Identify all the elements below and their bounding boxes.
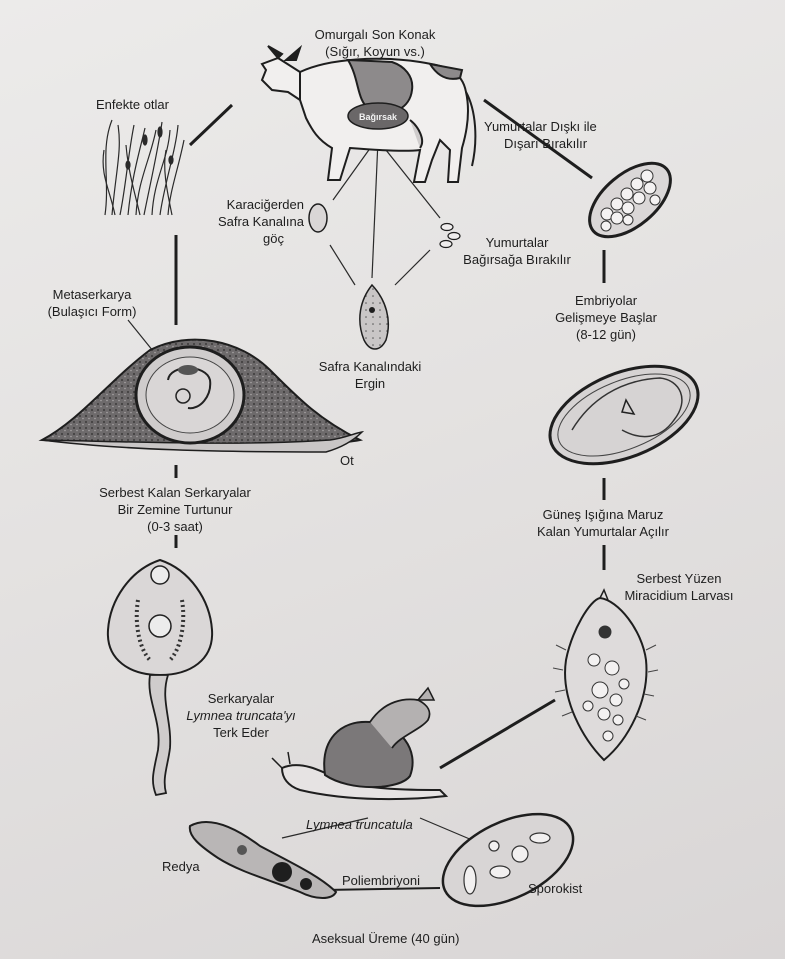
cercaria-leave-line-2: Lymnea truncata'yı xyxy=(186,708,296,723)
redia-label: Redya xyxy=(162,859,200,874)
adult-fluke-icon xyxy=(359,283,390,350)
cercaria-leave-line-1: Serkaryalar xyxy=(207,691,275,706)
free-cercaria-line-2: Bir Zemine Turtunur xyxy=(117,502,233,517)
snail-illustration xyxy=(271,686,449,801)
eggs-feces-line-1: Yumurtalar Dışkı ile xyxy=(484,119,597,134)
final-host-label: Omurgalı Son Konak (Sığır, Koyun vs.) xyxy=(300,26,450,60)
eggs-feces-label: Yumurtalar Dışkı ile Dışarı Bırakılır xyxy=(484,118,597,152)
embryo-line-2: Gelişmeye Başlar xyxy=(555,310,657,325)
polyembryony-label: Poliembriyoni xyxy=(342,873,421,888)
adult-fluke-line-2: Ergin xyxy=(354,376,386,391)
embryo-line-1: Embriyolar xyxy=(574,293,638,308)
fluke-egg-illustration xyxy=(588,161,672,239)
eggs-intestine-line-2: Bağırsağa Bırakılır xyxy=(463,252,571,267)
sunlight-line-2: Kalan Yumurtalar Açılır xyxy=(537,524,669,539)
metacercaria-illustration xyxy=(38,338,365,453)
cercaria-leave-label: Serkaryalar Lymnea truncata'yı Terk Eder xyxy=(176,690,306,741)
cercaria-leave-line-3: Terk Eder xyxy=(213,725,269,740)
eggs-small-icon xyxy=(439,222,461,249)
redia-illustration xyxy=(188,821,338,899)
liver-migration-line-1: Karaciğerden xyxy=(226,197,304,212)
embryo-label: Embriyolar Gelişmeye Başlar (8-12 gün) xyxy=(536,292,676,343)
snail-label: Lymnea truncatula xyxy=(306,817,413,832)
adult-fluke-label: Safra Kanalındaki Ergin xyxy=(310,358,430,392)
sporocyst-label: Sporokist xyxy=(528,881,583,896)
final-host-title: Omurgalı Son Konak xyxy=(314,27,436,42)
metacercaria-line-1: Metaserkarya xyxy=(52,287,132,302)
metacercaria-label: Metaserkarya (Bulaşıcı Form) xyxy=(30,286,154,320)
intestine-label: Bağırsak xyxy=(359,112,398,122)
sporocyst-illustration xyxy=(441,812,575,908)
liver-migration-label: Karaciğerden Safra Kanalına göç xyxy=(200,196,304,247)
migrating-fluke-icon xyxy=(308,203,328,233)
miracidium-label: Serbest Yüzen Miracidium Larvası xyxy=(614,570,744,604)
liver-migration-line-2: Safra Kanalına xyxy=(217,214,304,229)
liver-migration-line-3: göç xyxy=(263,231,284,246)
infected-grass-label: Enfekte otlar xyxy=(96,97,169,112)
free-cercaria-line-1: Serbest Kalan Serkaryalar xyxy=(99,485,251,500)
sunlight-line-1: Güneş Işığına Maruz xyxy=(542,507,664,522)
cow-illustration xyxy=(260,44,477,183)
cercaria-illustration xyxy=(106,558,214,797)
free-cercaria-line-3: (0-3 saat) xyxy=(147,519,203,534)
intestine-shape xyxy=(347,102,409,130)
asexual-reproduction-label: Aseksual Üreme (40 gün) xyxy=(312,931,460,946)
eggs-intestine-label: Yumurtalar Bağırsağa Bırakılır xyxy=(452,234,582,268)
grass-label: Ot xyxy=(340,453,354,468)
miracidium-line-1: Serbest Yüzen xyxy=(636,571,722,586)
metacercaria-line-2: (Bulaşıcı Form) xyxy=(47,304,137,319)
sunlight-label: Güneş Işığına Maruz Kalan Yumurtalar Açı… xyxy=(518,506,688,540)
infected-grass-illustration xyxy=(102,119,185,216)
eggs-intestine-line-1: Yumurtalar xyxy=(485,235,549,250)
final-host-subtitle: (Sığır, Koyun vs.) xyxy=(325,44,425,59)
adult-fluke-line-1: Safra Kanalındaki xyxy=(318,359,422,374)
cycle-connectors xyxy=(174,98,606,770)
eggs-feces-line-2: Dışarı Bırakılır xyxy=(504,136,588,151)
free-cercaria-label: Serbest Kalan Serkaryalar Bir Zemine Tur… xyxy=(80,484,270,535)
miracidium-illustration xyxy=(552,588,659,762)
embryo-line-3: (8-12 gün) xyxy=(576,327,636,342)
miracidium-line-2: Miracidium Larvası xyxy=(624,588,734,603)
embryo-egg-illustration xyxy=(548,364,700,466)
